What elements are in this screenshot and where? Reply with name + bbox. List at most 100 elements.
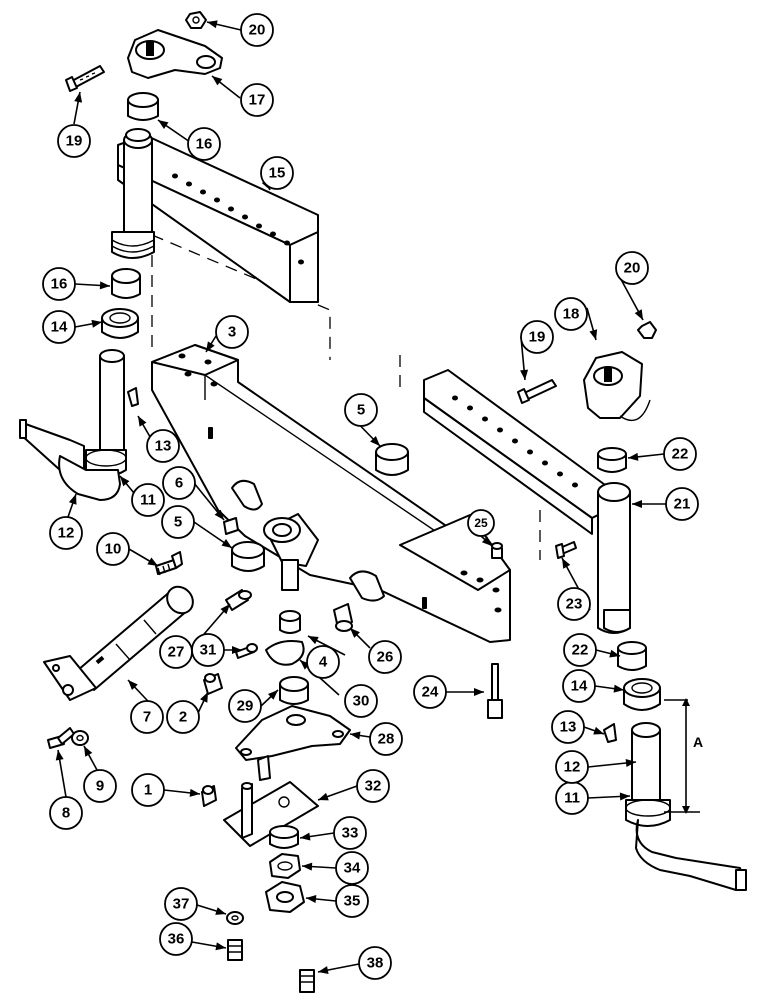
leader-arrowhead [120, 476, 130, 487]
callout-label: 2 [179, 709, 187, 726]
callout-label: 37 [173, 896, 190, 913]
part-15-left-axle-extension [111, 128, 319, 303]
callout-15: 15 [260, 156, 294, 190]
part-7-pivot-pin [43, 585, 194, 701]
callout-25: 25 [467, 509, 495, 537]
leader-arrowhead [628, 452, 639, 461]
callout-label: 20 [249, 22, 266, 39]
callout-2: 2 [166, 700, 200, 734]
leader-arrowhead [318, 966, 329, 975]
callout-33: 33 [333, 816, 367, 850]
leader-arrowhead [99, 281, 110, 290]
dimension-a: A [664, 698, 703, 814]
leader-arrowhead [350, 628, 360, 638]
dimension-a-label: A [693, 734, 703, 750]
part-23-grease-fitting [555, 541, 577, 559]
part-38-bolt [299, 969, 315, 993]
part-14-thrust-bearing-right [623, 678, 661, 711]
callout-label: 10 [105, 541, 122, 558]
part-1-fitting [201, 785, 217, 807]
callout-19a: 19 [57, 124, 91, 158]
callout-13b: 13 [551, 710, 585, 744]
leader-arrowhead [609, 649, 620, 658]
leader-arrowhead [632, 500, 642, 508]
callout-label: 31 [200, 642, 217, 659]
part-35-retainer [265, 881, 305, 913]
callout-label: 7 [143, 709, 151, 726]
callout-29: 29 [228, 689, 262, 723]
callout-label: 8 [62, 805, 70, 822]
callout-label: 5 [357, 402, 365, 419]
callout-38: 38 [358, 946, 392, 980]
callout-label: 28 [378, 731, 395, 748]
callout-6: 6 [162, 466, 196, 500]
callout-label: 14 [571, 678, 588, 695]
callout-16b: 16 [42, 267, 76, 301]
callout-19b: 19 [520, 320, 554, 354]
callout-24: 24 [413, 675, 447, 709]
part-16-bushing-left [111, 268, 141, 299]
callout-label: 11 [140, 492, 156, 509]
part-33-bushing [269, 825, 299, 849]
callout-30: 30 [344, 684, 378, 718]
leader-arrowhead [84, 746, 93, 757]
part-26-fitting [333, 603, 353, 632]
callout-35: 35 [335, 884, 369, 918]
part-21-right-axle-extension [423, 369, 631, 634]
callout-22a: 22 [663, 437, 697, 471]
leader-arrowhead [74, 92, 83, 103]
callout-label: 6 [175, 475, 183, 492]
callout-label: 30 [353, 693, 370, 710]
callout-26: 26 [368, 640, 402, 674]
leader-arrowhead [308, 636, 319, 645]
callout-label: 1 [144, 782, 152, 799]
callout-label: 3 [228, 324, 236, 341]
callout-5b: 5 [161, 505, 195, 539]
leader-arrowhead [232, 646, 242, 654]
leader-arrowhead [215, 942, 226, 951]
leader-arrowhead [300, 832, 311, 841]
leader-arrowhead [350, 731, 361, 740]
leader-arrowhead [221, 539, 232, 548]
callout-28: 28 [369, 722, 403, 756]
callout-label: 12 [58, 525, 75, 542]
callout-3: 3 [215, 315, 249, 349]
callout-label: 34 [344, 860, 361, 877]
callout-label: 24 [422, 684, 439, 701]
part-13-key-left [127, 387, 139, 407]
leader-arrowhead [55, 750, 64, 761]
leader-arrowhead [206, 341, 215, 352]
callout-36: 36 [159, 922, 193, 956]
callout-label: 23 [566, 596, 583, 613]
callout-37: 37 [164, 887, 198, 921]
callout-label: 25 [474, 516, 488, 530]
callout-label: 20 [624, 260, 641, 277]
callout-label: 18 [563, 306, 580, 323]
part-28-steering-arm [235, 705, 351, 781]
leader-arrowhead [200, 692, 208, 703]
callout-label: 36 [168, 931, 185, 948]
leader-arrowhead [215, 907, 226, 915]
leader-arrowhead [613, 684, 624, 693]
callout-1: 1 [131, 773, 165, 807]
callout-23: 23 [557, 587, 591, 621]
leader-arrowhead [189, 788, 200, 797]
part-2-fitting [203, 673, 223, 695]
leader-arrowhead [589, 329, 598, 340]
callout-label: 13 [155, 438, 172, 455]
callout-label: 12 [564, 759, 581, 776]
leader-arrowhead [474, 688, 484, 696]
callout-4: 4 [306, 645, 340, 679]
callout-32: 32 [356, 769, 390, 803]
callout-label: 11 [564, 790, 580, 807]
leader-arrowhead [158, 120, 169, 129]
part-8-bolt [47, 727, 75, 749]
callout-label: 16 [51, 276, 68, 293]
callout-label: 13 [560, 719, 577, 736]
callout-31: 31 [191, 633, 225, 667]
part-6-plug [223, 517, 239, 535]
leader-arrowhead [481, 536, 492, 546]
callout-label: 17 [249, 92, 266, 109]
part-25-grease-fitting [491, 542, 503, 559]
callout-label: 19 [529, 329, 546, 346]
